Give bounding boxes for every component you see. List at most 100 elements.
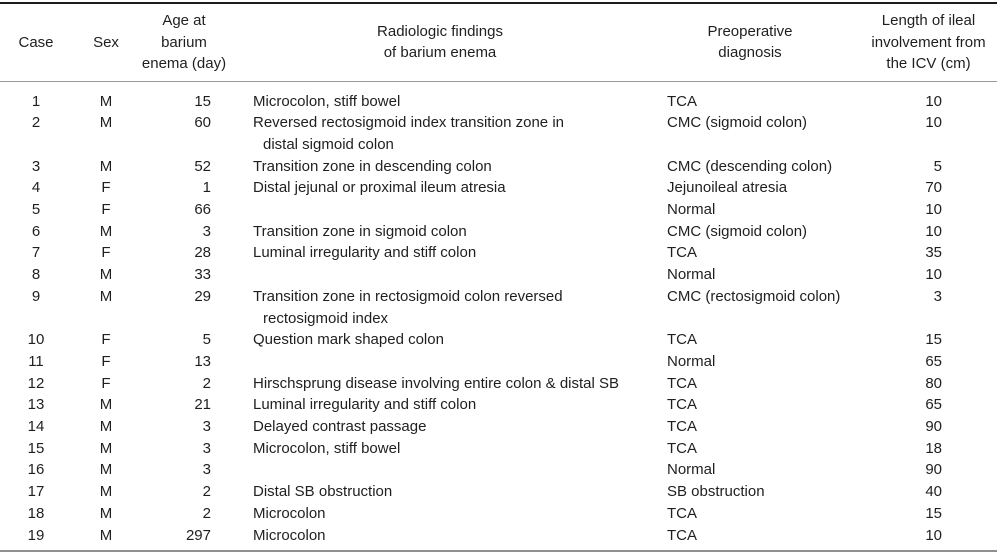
cell-case: 17 [27, 483, 45, 501]
column-header-case: Case [0, 3, 72, 82]
cell-case: 7 [31, 244, 41, 262]
cell-findings: Luminal irregularity and stiff colon [228, 242, 652, 264]
findings-line: Microcolon [253, 504, 326, 522]
findings-line: Luminal irregularity and stiff colon [253, 244, 477, 262]
cell-age: 15 [194, 92, 211, 110]
cell-age: 52 [194, 157, 211, 175]
cell-sex: F [101, 201, 111, 219]
findings-line: Microcolon, stiff bowel [253, 439, 401, 457]
cell-case: 5 [31, 201, 41, 219]
cell-sex: F [101, 352, 111, 370]
cell-diagnosis: Normal [667, 201, 716, 219]
cell-case: 16 [27, 461, 45, 479]
cell-length: 10 [925, 114, 942, 132]
cell-sex: M [99, 526, 113, 544]
cell-findings: Luminal irregularity and stiff colon [228, 394, 652, 416]
cell-diagnosis: TCA [667, 374, 697, 392]
table-row-case-13: 13 M 21 Luminal irregularity and stiff colo… [0, 394, 997, 416]
cell-findings: Reversed rectosigmoid index transition z… [228, 112, 652, 155]
cell-sex: M [99, 439, 113, 457]
cell-findings [228, 459, 652, 481]
cell-findings: Transition zone in rectosigmoid colon re… [228, 286, 652, 329]
cell-sex: M [99, 396, 113, 414]
cell-case: 19 [27, 526, 45, 544]
cell-length: 15 [925, 504, 942, 522]
cell-diagnosis: TCA [667, 504, 697, 522]
cell-age: 21 [194, 396, 211, 414]
cell-age: 2 [202, 374, 211, 392]
cell-sex: M [99, 266, 113, 284]
cell-length: 10 [925, 92, 942, 110]
findings-line-continued: distal sigmoid colon [263, 135, 394, 153]
cell-case: 10 [27, 331, 45, 349]
cell-length: 90 [925, 418, 942, 436]
cell-age: 5 [202, 331, 211, 349]
cell-length: 90 [925, 461, 942, 479]
cell-findings: Distal jejunal or proximal ileum atresia [228, 177, 652, 199]
cell-age: 297 [185, 526, 211, 544]
findings-line: Transition zone in sigmoid colon [253, 222, 467, 240]
findings-line: Distal SB obstruction [253, 483, 393, 501]
cell-diagnosis: TCA [667, 439, 697, 457]
cell-diagnosis: TCA [667, 244, 697, 262]
findings-line: Distal jejunal or proximal ileum atresia [253, 179, 506, 197]
cell-length: 10 [925, 526, 942, 544]
cell-diagnosis: Normal [667, 461, 716, 479]
cell-sex: M [99, 504, 113, 522]
cell-case: 13 [27, 396, 45, 414]
cell-sex: F [101, 179, 111, 197]
cell-age: 3 [202, 439, 211, 457]
cell-diagnosis: TCA [667, 396, 697, 414]
cell-age: 28 [194, 244, 211, 262]
cell-findings: Microcolon [228, 525, 652, 552]
cell-case: 1 [31, 92, 41, 110]
cell-age: 66 [194, 201, 211, 219]
findings-line-continued: rectosigmoid index [263, 309, 389, 327]
cell-diagnosis: TCA [667, 418, 697, 436]
cell-diagnosis: TCA [667, 526, 697, 544]
cell-sex: F [101, 331, 111, 349]
table-row-case-7: 7 F 28 Luminal irregularity and stiff colon… [0, 242, 997, 264]
findings-line: Transition zone in descending colon [253, 157, 492, 175]
findings-line: Microcolon [253, 526, 326, 544]
cell-case: 18 [27, 504, 45, 522]
cell-findings: Distal SB obstruction [228, 481, 652, 503]
cell-length: 5 [933, 157, 942, 175]
cell-age: 3 [202, 418, 211, 436]
cell-case: 12 [27, 374, 45, 392]
cell-diagnosis: CMC (descending colon) [667, 157, 833, 175]
cell-length: 80 [925, 374, 942, 392]
table-row-case-19: 19 M 297 Microcolon TCA 10 [0, 525, 997, 552]
cell-age: 29 [194, 287, 211, 305]
cell-sex: F [101, 244, 111, 262]
cell-age: 60 [194, 114, 211, 132]
cell-length: 40 [925, 483, 942, 501]
cell-length: 70 [925, 179, 942, 197]
cell-sex: M [99, 92, 113, 110]
cell-diagnosis: CMC (rectosigmoid colon) [667, 287, 841, 305]
cell-sex: M [99, 287, 113, 305]
findings-line: Luminal irregularity and stiff colon [253, 396, 477, 414]
findings-line: Hirschsprung disease involving entire co… [253, 374, 620, 392]
cell-length: 15 [925, 331, 942, 349]
column-header-sex: Sex [72, 3, 140, 82]
cell-findings: Microcolon, stiff bowel [228, 438, 652, 460]
cell-sex: M [99, 222, 113, 240]
cell-sex: M [99, 114, 113, 132]
cell-diagnosis: TCA [667, 331, 697, 349]
